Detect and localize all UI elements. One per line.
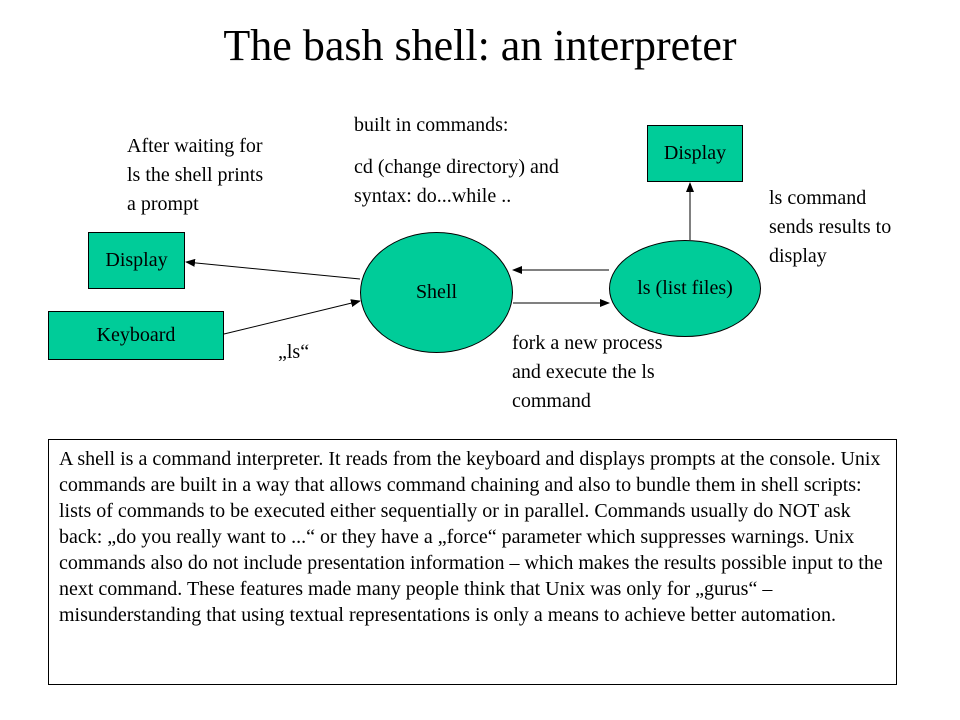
- note-line: syntax: do...while ..: [354, 185, 512, 207]
- note-line: sends results to: [769, 216, 892, 238]
- note-line: ls the shell prints: [127, 164, 264, 186]
- shell-ellipse: Shell: [360, 232, 513, 353]
- note-ls-sends: ls command sends results to display: [769, 184, 891, 271]
- description-box: A shell is a command interpreter. It rea…: [48, 439, 897, 685]
- note-line: After waiting for: [127, 135, 263, 157]
- keyboard-box: Keyboard: [48, 311, 224, 360]
- arrow-shell-to-display: [185, 258, 361, 280]
- note-builtin-examples: cd (change directory) and syntax: do...w…: [354, 153, 559, 211]
- note-line: fork a new process: [512, 332, 663, 354]
- note-ls-quote: „ls“: [278, 341, 310, 363]
- note-line: and execute the ls: [512, 361, 655, 383]
- arrow-keyboard-to-shell: [223, 299, 361, 335]
- display-right-box: Display: [647, 125, 743, 182]
- note-after-waiting: After waiting for ls the shell prints a …: [127, 132, 263, 219]
- note-line: a prompt: [127, 193, 199, 215]
- ls-process-ellipse: ls (list files): [609, 240, 761, 337]
- note-line: cd (change directory) and: [354, 156, 559, 178]
- note-builtin-heading: built in commands:: [354, 114, 509, 136]
- slide-title: The bash shell: an interpreter: [223, 21, 737, 70]
- note-line: ls command: [769, 187, 867, 209]
- note-line: display: [769, 245, 827, 267]
- note-fork: fork a new process and execute the ls co…: [512, 329, 663, 416]
- display-left-box: Display: [88, 232, 185, 289]
- note-line: command: [512, 390, 591, 412]
